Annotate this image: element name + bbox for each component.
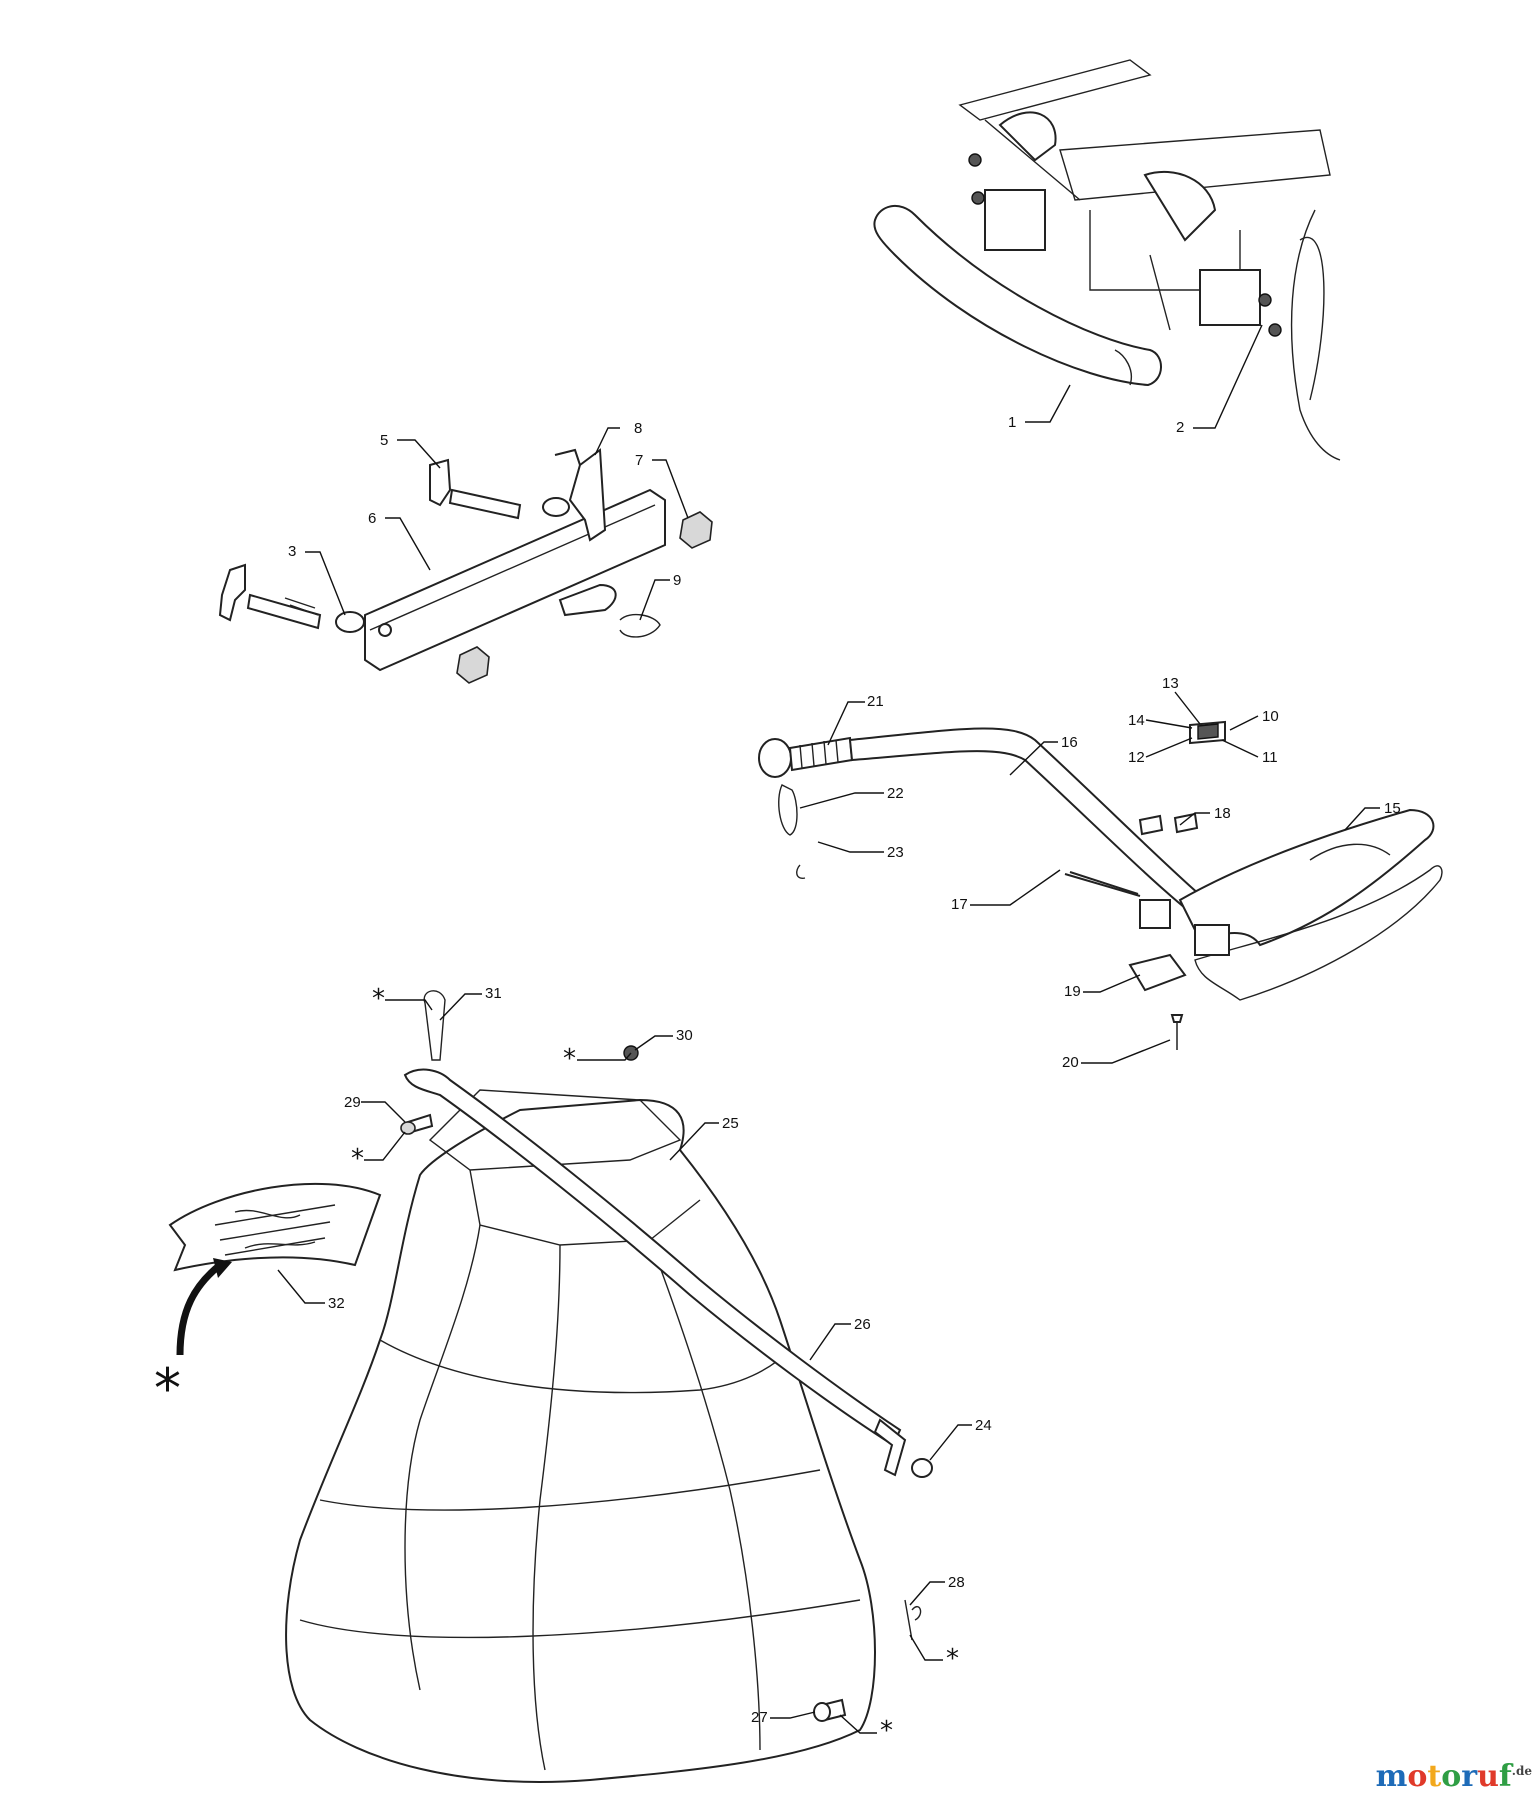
watermark-letter: o bbox=[1441, 1759, 1462, 1794]
leader-line-13 bbox=[1174, 691, 1201, 725]
asterisk-27: * bbox=[880, 1716, 893, 1746]
callout-11: 11 bbox=[1262, 749, 1278, 766]
leader-line-21 bbox=[827, 701, 865, 746]
asterisk-30: * bbox=[563, 1044, 576, 1074]
leader-line-24 bbox=[929, 1424, 972, 1461]
leader-line-16 bbox=[1009, 741, 1058, 776]
leader-line-11 bbox=[1221, 739, 1259, 758]
leader-line-9 bbox=[639, 579, 670, 621]
leader-line-23 bbox=[817, 841, 884, 853]
grass-catcher-assembly bbox=[168, 990, 933, 1783]
leader-line-1 bbox=[1025, 384, 1071, 423]
asterisk-29: * bbox=[351, 1144, 364, 1174]
leader-lines bbox=[277, 324, 1380, 1734]
watermark-letter: f bbox=[1498, 1759, 1512, 1794]
callout-21: 21 bbox=[867, 693, 884, 710]
callout-22: 22 bbox=[887, 785, 904, 802]
leader-line-6 bbox=[385, 517, 431, 571]
callout-7: 7 bbox=[635, 452, 643, 469]
leader-line-19 bbox=[1083, 974, 1141, 993]
leader-line-3 bbox=[305, 551, 346, 616]
leader-line-5 bbox=[397, 439, 441, 469]
callout-26: 26 bbox=[854, 1316, 871, 1333]
callout-13: 13 bbox=[1162, 675, 1179, 692]
watermark-suffix: .de bbox=[1511, 1764, 1532, 1778]
leader-line-31 bbox=[439, 993, 482, 1021]
watermark-letter: m bbox=[1375, 1759, 1408, 1794]
callout-8: 8 bbox=[634, 420, 642, 437]
asterisk-28: * bbox=[946, 1644, 959, 1674]
callout-6: 6 bbox=[368, 510, 376, 527]
watermark-letter: o bbox=[1407, 1759, 1428, 1794]
leader-line-7 bbox=[652, 459, 689, 519]
leader-line-14 bbox=[1145, 719, 1193, 729]
leader-line-32 bbox=[277, 1269, 325, 1304]
callout-9: 9 bbox=[673, 572, 681, 589]
leader-line-a30 bbox=[577, 1052, 632, 1061]
asterisk-hardware-kit: * bbox=[154, 1357, 181, 1420]
leader-line-8 bbox=[594, 427, 620, 456]
mounting-bracket-assembly bbox=[218, 448, 713, 684]
leader-line-10 bbox=[1229, 715, 1259, 731]
callout-32: 32 bbox=[328, 1295, 345, 1312]
leader-line-12 bbox=[1145, 737, 1193, 758]
leader-line-a27 bbox=[839, 1714, 877, 1734]
callout-16: 16 bbox=[1061, 734, 1078, 751]
callout-20: 20 bbox=[1062, 1054, 1079, 1071]
leader-line-15 bbox=[1344, 807, 1380, 831]
leader-line-27 bbox=[770, 1711, 816, 1719]
asterisk-31: * bbox=[372, 984, 385, 1014]
watermark-letter: t bbox=[1427, 1759, 1442, 1794]
callout-27: 27 bbox=[751, 1709, 768, 1726]
leader-line-29 bbox=[361, 1101, 406, 1123]
callout-3: 3 bbox=[288, 543, 296, 560]
leader-line-28 bbox=[909, 1581, 945, 1606]
handle-assembly bbox=[758, 720, 1443, 1050]
callout-24: 24 bbox=[975, 1417, 992, 1434]
callout-29: 29 bbox=[344, 1094, 361, 1111]
callout-23: 23 bbox=[887, 844, 904, 861]
callout-1: 1 bbox=[1008, 414, 1016, 431]
leader-line-a28 bbox=[909, 1634, 943, 1661]
callout-12: 12 bbox=[1128, 749, 1145, 766]
leader-line-2 bbox=[1193, 324, 1263, 429]
leader-line-26 bbox=[809, 1323, 851, 1361]
callout-10: 10 bbox=[1262, 708, 1279, 725]
callout-30: 30 bbox=[676, 1027, 693, 1044]
leader-line-a29 bbox=[364, 1131, 406, 1161]
leader-line-22 bbox=[799, 792, 884, 809]
leader-line-18 bbox=[1179, 812, 1210, 826]
callout-18: 18 bbox=[1214, 805, 1231, 822]
bumper-assembly bbox=[873, 59, 1341, 461]
callout-31: 31 bbox=[485, 985, 502, 1002]
callout-5: 5 bbox=[380, 432, 388, 449]
callout-labels: 1 2 3 5 6 7 8 9 10 11 12 13 14 15 16 17 … bbox=[154, 414, 1401, 1746]
leader-line-25 bbox=[669, 1122, 719, 1161]
watermark-letter: r bbox=[1461, 1759, 1478, 1794]
callout-17: 17 bbox=[951, 896, 968, 913]
leader-line-17 bbox=[970, 869, 1061, 906]
callout-28: 28 bbox=[948, 1574, 965, 1591]
leader-line-20 bbox=[1081, 1039, 1171, 1064]
callout-2: 2 bbox=[1176, 419, 1184, 436]
callout-14: 14 bbox=[1128, 712, 1145, 729]
leader-line-30 bbox=[634, 1035, 673, 1051]
callout-15: 15 bbox=[1384, 800, 1401, 817]
callout-25: 25 bbox=[722, 1115, 739, 1132]
watermark-logo: motoruf.de bbox=[1376, 1759, 1532, 1794]
watermark-letter: u bbox=[1477, 1759, 1499, 1794]
leader-line-a31 bbox=[385, 999, 433, 1011]
callout-19: 19 bbox=[1064, 983, 1081, 1000]
